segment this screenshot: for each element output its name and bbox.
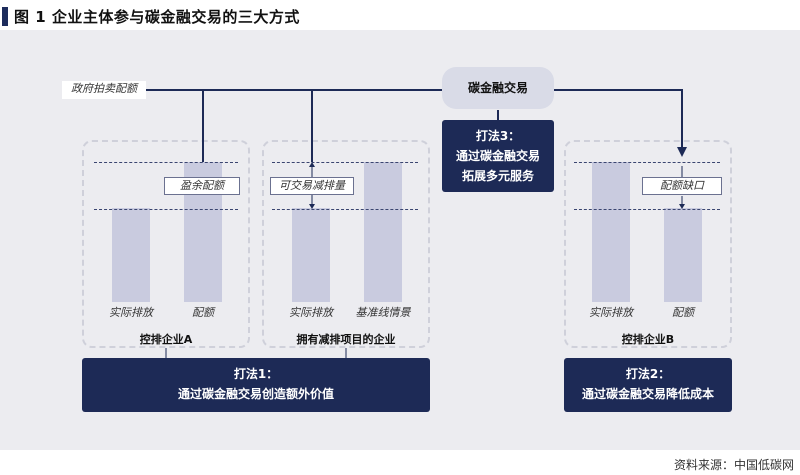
bar-mid-actual	[292, 208, 330, 302]
method3-line2: 通过碳金融交易	[455, 149, 540, 163]
hline-a-bottom	[94, 209, 238, 210]
gov-allocation-label: 政府拍卖配额	[62, 81, 146, 99]
label-b-quota: 配额	[672, 306, 694, 319]
label-mid-baseline: 基准线情景	[355, 306, 411, 319]
enterprise-mid-name: 拥有减排项目的企业	[296, 333, 396, 346]
hline-a-top	[94, 162, 238, 163]
method3-line3: 拓展多元服务	[461, 169, 534, 183]
method2-line2: 通过碳金融交易降低成本	[581, 387, 714, 401]
bar-mid-baseline	[364, 162, 402, 302]
hline-mid-bottom	[272, 209, 418, 210]
label-b-actual: 实际排放	[589, 306, 633, 319]
enterprise-a-name: 控排企业A	[139, 333, 193, 346]
method1-box: 打法1： 通过碳金融交易创造额外价值	[82, 358, 430, 412]
enterprise-mid-box	[262, 140, 430, 348]
hline-mid-top	[272, 162, 418, 163]
label-a-quota: 配额	[192, 306, 214, 319]
enterprise-b-name: 控排企业B	[621, 333, 675, 346]
label-a-actual: 实际排放	[109, 306, 153, 319]
method2-box: 打法2： 通过碳金融交易降低成本	[564, 358, 732, 412]
method1-line1: 打法1：	[233, 367, 279, 381]
method2-line1: 打法2：	[625, 367, 671, 381]
title-bar: 图 1 企业主体参与碳金融交易的三大方式	[2, 4, 300, 28]
method3-line1: 打法3：	[475, 129, 521, 143]
hline-b-bottom	[574, 209, 720, 210]
enterprise-a-box	[82, 140, 250, 348]
tag-tradable-reduction: 可交易减排量	[270, 177, 354, 195]
carbon-trade-pill: 碳金融交易	[442, 67, 554, 109]
tag-surplus-quota: 盈余配额	[164, 177, 240, 195]
tag-quota-gap: 配额缺口	[642, 177, 722, 195]
source-note: 资料来源：中国低碳网	[673, 458, 794, 472]
bar-b-quota	[664, 208, 702, 302]
hline-b-top	[574, 162, 720, 163]
title-marker	[2, 6, 8, 26]
figure-title: 图 1 企业主体参与碳金融交易的三大方式	[14, 7, 300, 26]
label-mid-actual: 实际排放	[289, 306, 333, 319]
method3-box: 打法3： 通过碳金融交易 拓展多元服务	[442, 120, 554, 192]
bar-a-actual	[112, 208, 150, 302]
method1-line2: 通过碳金融交易创造额外价值	[177, 387, 334, 401]
bar-b-actual	[592, 162, 630, 302]
